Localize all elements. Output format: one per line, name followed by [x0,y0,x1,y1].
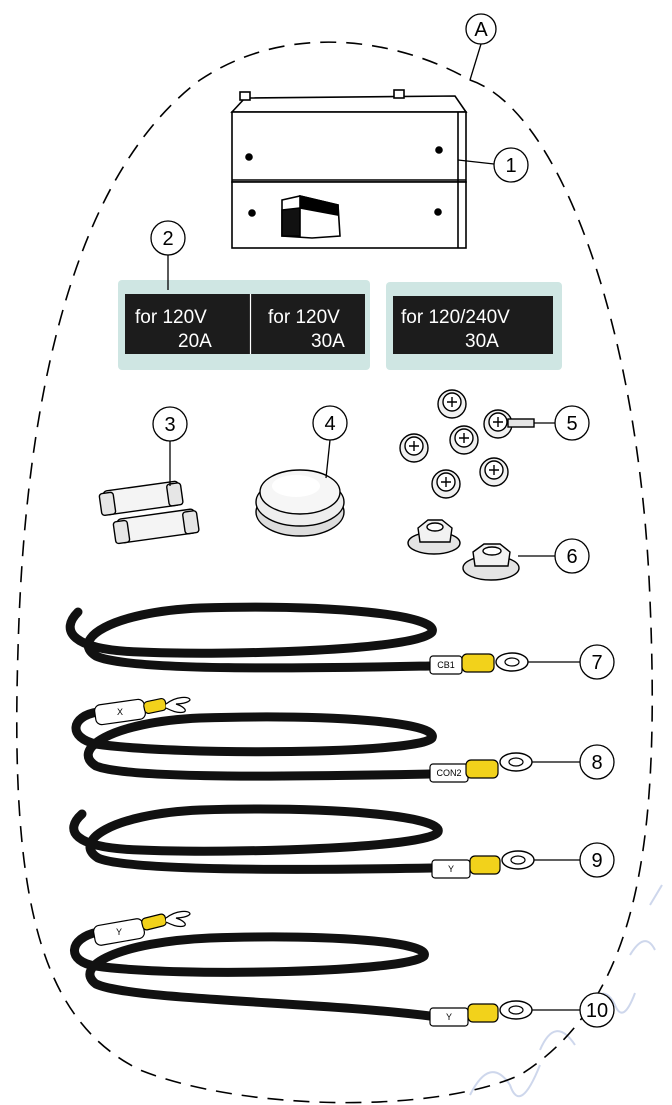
screw-icon [479,457,509,487]
callout-4: 4 [324,413,335,435]
callout-5-circle [554,405,590,441]
callout-1: 1 [505,155,516,177]
part-9-wire: Y 9 [69,804,615,879]
terminal-sleeve [465,759,499,779]
callout-8-circle [579,744,615,780]
sticker-1-line1: for 120V [135,307,207,328]
sticker-1-line2: 20A [178,331,212,352]
part-7-wire: CB1 7 [65,602,615,680]
callout-2: 2 [162,228,173,250]
terminal-sleeve [143,697,167,715]
part-2-labels: for 120V 20A for 120V 30A for 120/240V 3… [118,220,562,370]
svg-text:CB1: CB1 [437,660,455,670]
switch-box-illustration [230,89,468,249]
screw-icon [449,425,479,455]
callout-10: 10 [586,1000,608,1022]
fork-terminal-icon [165,696,191,714]
terminal-sleeve [467,1003,499,1023]
sticker-3-line2: 30A [465,331,499,352]
part-6-nuts: 6 [407,519,590,581]
part-1-switch-box: 1 [230,89,529,249]
wire-7 [65,602,437,673]
terminal-sleeve [461,653,495,673]
fork-terminal-icon [165,910,191,928]
terminal-sleeve [469,855,501,875]
callout-8: 8 [591,752,602,774]
svg-text:CON2: CON2 [436,768,461,778]
callout-6-circle [554,538,590,574]
callout-7-circle [579,644,615,680]
part-5-screws: 5 [399,389,590,499]
grommet-icon [255,469,345,537]
svg-text:Y: Y [446,1012,452,1022]
wire-9 [69,804,443,874]
callout-6: 6 [566,546,577,568]
sticker-120v-30a [251,294,365,354]
fuse-icon [112,508,200,545]
kit-label: A [474,19,488,41]
sticker-120-240v-30a [393,296,553,354]
callout-7: 7 [591,652,602,674]
svg-text:X: X [117,707,123,717]
callout-5: 5 [566,413,577,435]
callout-2-circle [150,220,186,256]
fuse-icon [98,480,184,517]
watermark [469,884,663,1098]
part-4-grommet: 4 [255,405,348,537]
part-8-wire: X CON2 8 [71,696,615,783]
nut-icon [462,543,520,581]
wire-10 [70,927,435,1021]
callout-9-circle [579,842,615,878]
callout-10-circle [579,992,615,1028]
callout-1-circle [493,147,529,183]
screw-icon [483,409,535,439]
callout-9: 9 [591,850,602,872]
wire-8 [71,707,437,781]
sticker-120v-20a [125,294,250,354]
screw-icon [437,389,467,419]
screw-icon [399,433,429,463]
sticker-3-line1: for 120/240V [401,307,510,328]
terminal-sleeve [141,913,167,931]
callout-3: 3 [164,414,175,436]
svg-text:Y: Y [116,927,122,937]
callout-3-circle [152,406,188,442]
svg-text:Y: Y [448,864,454,874]
screw-icon [431,469,461,499]
callout-4-circle [312,405,348,441]
kit-callout-circle [465,13,497,45]
part-10-wire: Y Y 10 [70,910,615,1028]
sticker-2-line1: for 120V [268,307,340,328]
nut-icon [407,519,461,555]
sticker-2-line2: 30A [311,331,345,352]
kit-boundary: A [15,13,654,1104]
part-3-fuses: 3 [98,406,200,545]
